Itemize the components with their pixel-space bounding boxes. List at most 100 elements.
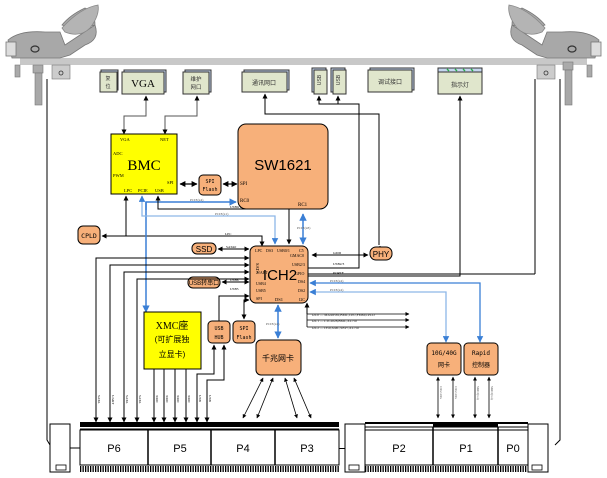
- usb-serial-label: USB转串口: [189, 279, 219, 287]
- svg-text:GMII: GMII: [333, 251, 342, 255]
- connector-p1: P1: [459, 443, 472, 455]
- svg-text:SATA: SATA: [97, 395, 101, 404]
- front-port-vga[interactable]: VGA: [121, 69, 167, 95]
- svg-text:I2C1 — LTC2028,BMC,XL750: I2C1 — LTC2028,BMC,XL750: [312, 319, 357, 324]
- usb-hub-chip[interactable]: USB HUB: [207, 320, 231, 344]
- svg-text:SATA: SATA: [125, 395, 129, 404]
- svg-text:10G/40G: 10G/40G: [454, 386, 458, 400]
- svg-text:USB2/3: USB2/3: [292, 262, 305, 267]
- svg-text:XMC座: XMC座: [156, 319, 189, 332]
- svg-text:USB0/1: USB0/1: [277, 248, 290, 253]
- svg-text:SATA: SATA: [255, 263, 260, 275]
- svg-text:XMC: XMC: [155, 395, 159, 404]
- svg-text:SPI: SPI: [256, 296, 262, 301]
- svg-text:I2C2 — I350,XMC,SEP7,XL750: I2C2 — I350,XMC,SEP7,XL750: [312, 326, 359, 331]
- gbe-nic-chip[interactable]: 千兆网卡: [255, 339, 302, 376]
- svg-text:ADC: ADC: [113, 151, 123, 156]
- svg-text:PCIE(x4): PCIE(x4): [190, 198, 204, 202]
- ssd-chip[interactable]: SSD: [191, 242, 217, 255]
- front-port-comm-net[interactable]: 通讯网口: [241, 69, 290, 93]
- cpld-label: CPLD: [81, 232, 97, 240]
- front-panel: [5, 4, 602, 106]
- svg-text:RC1: RC1: [298, 203, 308, 208]
- svg-text:SATA0: SATA0: [226, 245, 236, 249]
- svg-text:复: 复: [105, 75, 110, 82]
- front-port-maint-net[interactable]: 维护 网口: [182, 69, 212, 95]
- svg-text:PWM: PWM: [113, 173, 124, 178]
- bmc-chip[interactable]: BMC VGA NET ADC PWM SPI LPC PCIE USB: [110, 133, 178, 195]
- svg-text:10G/40G: 10G/40G: [431, 350, 457, 357]
- svg-text:NET: NET: [160, 137, 169, 142]
- svg-text:GPIO: GPIO: [295, 271, 304, 276]
- svg-text:Flash: Flash: [202, 187, 217, 193]
- board-edge-left: [46, 79, 51, 446]
- ich2-chip[interactable]: ICH2 LPC DS3 USB0/1 C5 SATA UART USB4 US…: [249, 245, 309, 304]
- svg-text:PCIE(x1): PCIE(x1): [215, 212, 229, 216]
- phy-label: PHY: [373, 250, 390, 259]
- spi-flash-2[interactable]: SPI Flash: [232, 320, 256, 344]
- spi-flash-1[interactable]: SPI Flash: [198, 174, 222, 196]
- rapid-controller-chip[interactable]: Rapid 控制器: [463, 342, 499, 376]
- board-edge-right: [554, 79, 561, 446]
- connector-p0: P0: [506, 443, 519, 455]
- svg-text:USB4: USB4: [256, 281, 266, 286]
- svg-text:XMC: XMC: [176, 395, 180, 404]
- svg-text:Rapid: Rapid: [472, 350, 490, 357]
- connector-p4: P4: [236, 443, 249, 455]
- svg-text:DS4: DS4: [298, 279, 305, 284]
- svg-text:RC0: RC0: [240, 199, 250, 204]
- svg-text:维护: 维护: [190, 75, 202, 83]
- gbe-nic-label: 千兆网卡: [262, 353, 294, 363]
- svg-text:USB: USB: [317, 74, 323, 85]
- right-ejector-handle[interactable]: [508, 4, 602, 106]
- svg-text:PCIE(x4): PCIE(x4): [266, 322, 280, 326]
- cpld-chip[interactable]: CPLD: [77, 225, 101, 245]
- svg-text:SPI: SPI: [167, 180, 174, 185]
- svg-text:USB: USB: [208, 395, 212, 402]
- svg-text:USB: USB: [198, 395, 202, 402]
- svg-text:C5: C5: [299, 248, 304, 253]
- svg-text:USB5: USB5: [230, 287, 239, 291]
- svg-text:SATA: SATA: [138, 395, 142, 404]
- svg-text:DS1: DS1: [275, 297, 283, 302]
- front-port-usb-1[interactable]: USB: [311, 67, 328, 95]
- svg-text:网口: 网口: [190, 84, 201, 91]
- sw1621-chip[interactable]: SW1621 SPI RC0 RC1: [237, 123, 329, 210]
- svg-text:控制器: 控制器: [472, 361, 490, 369]
- svg-text:GMAC0: GMAC0: [290, 253, 304, 258]
- connector-p6: P6: [107, 443, 120, 455]
- rear-connector-right: [339, 422, 549, 473]
- svg-text:LPC: LPC: [225, 232, 232, 236]
- front-port-reset[interactable]: 复 位: [99, 69, 119, 93]
- indicator-label: 指示灯: [451, 81, 469, 89]
- svg-text:DS2: DS2: [298, 288, 305, 293]
- front-port-usb-2[interactable]: USB: [330, 67, 347, 95]
- connector-p5: P5: [173, 443, 186, 455]
- ssd-label: SSD: [196, 245, 213, 254]
- svg-text:SPI: SPI: [240, 182, 248, 187]
- svg-text:位: 位: [105, 83, 110, 90]
- svg-text:XMC: XMC: [187, 395, 191, 404]
- svg-text:LPC: LPC: [124, 188, 132, 193]
- svg-text:USB: USB: [155, 188, 164, 193]
- svg-text:USB5: USB5: [256, 288, 266, 293]
- left-ejector-handle[interactable]: [5, 4, 99, 106]
- vga-label: VGA: [131, 78, 155, 90]
- svg-text:USB0/1: USB0/1: [230, 205, 242, 209]
- phy-chip[interactable]: PHY: [369, 246, 393, 261]
- svg-text:DS3: DS3: [266, 248, 273, 253]
- nic-10g-40g-chip[interactable]: 10G/40G 网卡: [426, 342, 462, 376]
- xmc-slot[interactable]: XMC座 (可扩展独 立显卡): [143, 311, 202, 370]
- svg-text:PCIE: PCIE: [138, 188, 148, 193]
- sw1621-label: SW1621: [254, 157, 312, 174]
- front-port-debug[interactable]: 调试接口: [367, 67, 415, 93]
- svg-text:(可扩展独: (可扩展独: [155, 334, 190, 344]
- svg-text:USB2/3: USB2/3: [333, 262, 345, 266]
- svg-text:Flash: Flash: [236, 335, 251, 341]
- svg-text:SRIO(x4): SRIO(x4): [490, 386, 494, 401]
- ich2-label: ICH2: [263, 267, 297, 284]
- svg-text:网卡: 网卡: [438, 361, 450, 369]
- svg-text:I2C: I2C: [299, 297, 305, 302]
- connector-p3: P3: [300, 443, 313, 455]
